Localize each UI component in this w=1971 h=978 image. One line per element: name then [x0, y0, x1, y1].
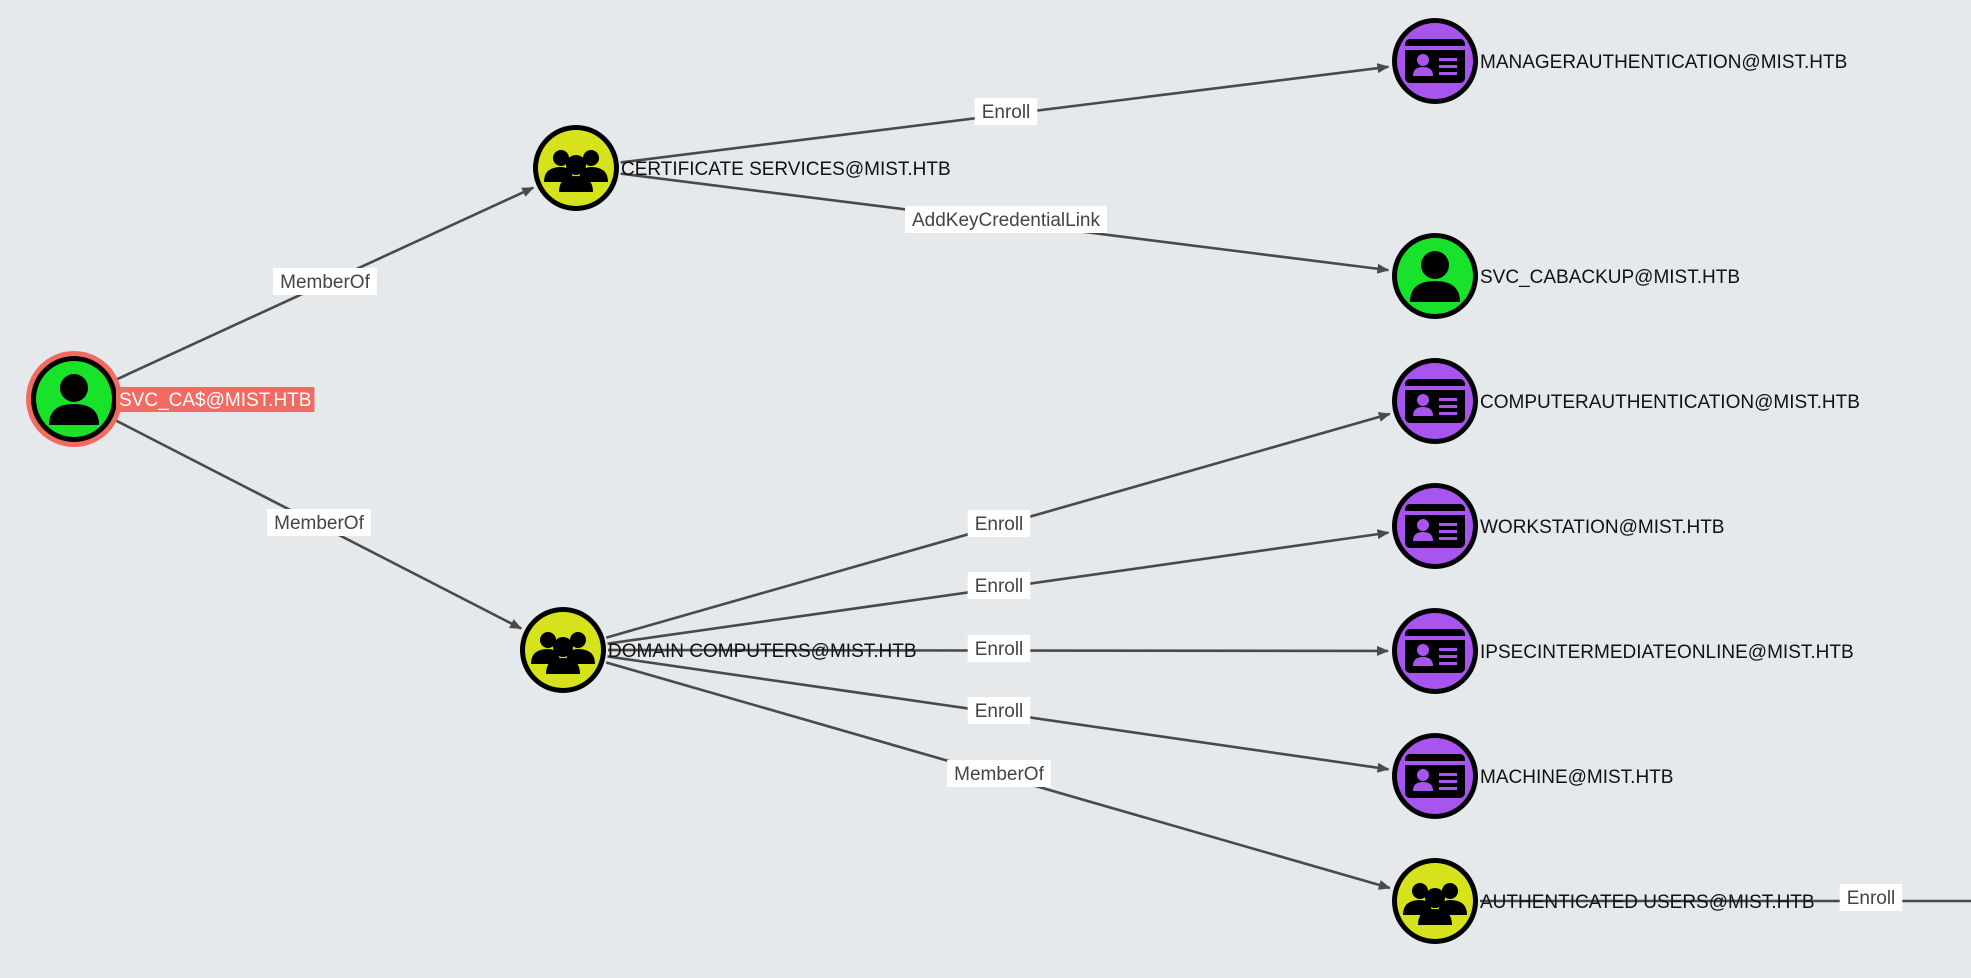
- node-cert_services[interactable]: CERTIFICATE SERVICES@MIST.HTB: [533, 125, 951, 211]
- node-ipsec[interactable]: IPSECINTERMEDIATEONLINE@MIST.HTB: [1392, 608, 1854, 694]
- edge-label: MemberOf: [280, 272, 370, 293]
- node-label: MACHINE@MIST.HTB: [1480, 767, 1673, 788]
- edge-label-bg: [967, 572, 1031, 599]
- edge-domain_computers-to-ipsec[interactable]: Enroll: [607, 635, 1389, 662]
- edge-domain_computers-to-machine[interactable]: Enroll: [607, 655, 1390, 773]
- edge-label-bg: [904, 206, 1108, 233]
- edge-label-bg: [974, 98, 1038, 125]
- node-label: CERTIFICATE SERVICES@MIST.HTB: [621, 159, 951, 180]
- node-label: WORKSTATION@MIST.HTB: [1480, 517, 1724, 538]
- node-machine[interactable]: MACHINE@MIST.HTB: [1392, 733, 1673, 819]
- edge-label: MemberOf: [954, 764, 1044, 785]
- edge-label: Enroll: [975, 701, 1024, 722]
- node-auth_users[interactable]: AUTHENTICATED USERS@MIST.HTB: [1392, 858, 1815, 944]
- edge-domain_computers-to-auth_users[interactable]: MemberOf: [605, 661, 1391, 890]
- group-icon: [544, 150, 608, 192]
- nodes-layer: SVC_CA$@MIST.HTB CERTIFICATE SERVICES@MIS…: [26, 18, 1860, 944]
- node-managerauth[interactable]: MANAGERAUTHENTICATION@MIST.HTB: [1392, 18, 1847, 104]
- edge-label-bg: [1839, 884, 1903, 911]
- node-computerauth[interactable]: COMPUTERAUTHENTICATION@MIST.HTB: [1392, 358, 1860, 444]
- edge-label-bg: [267, 509, 371, 536]
- node-label: COMPUTERAUTHENTICATION@MIST.HTB: [1480, 392, 1860, 413]
- edge-auth_users-to-offscreen[interactable]: Enroll: [1480, 884, 1971, 911]
- edge-domain_computers-to-workstation[interactable]: Enroll: [607, 529, 1390, 645]
- edge-label: Enroll: [975, 514, 1024, 535]
- id-card-icon: [1405, 754, 1465, 798]
- edge-svc_ca-to-cert_services[interactable]: MemberOf: [114, 186, 535, 382]
- edge-label: Enroll: [1847, 888, 1896, 909]
- edge-domain_computers-to-computerauth[interactable]: Enroll: [605, 412, 1391, 639]
- id-card-icon: [1405, 39, 1465, 83]
- edge-label: Enroll: [975, 576, 1024, 597]
- edge-cert_services-to-svc_cabackup[interactable]: AddKeyCredentialLink: [620, 172, 1390, 274]
- group-icon: [531, 632, 595, 674]
- node-label: MANAGERAUTHENTICATION@MIST.HTB: [1480, 52, 1847, 73]
- node-svc_ca[interactable]: SVC_CA$@MIST.HTB: [26, 351, 315, 447]
- node-domain_computers[interactable]: DOMAIN COMPUTERS@MIST.HTB: [520, 607, 917, 693]
- user-icon: [1410, 251, 1460, 302]
- id-card-icon: [1405, 504, 1465, 548]
- id-card-icon: [1405, 629, 1465, 673]
- node-workstation[interactable]: WORKSTATION@MIST.HTB: [1392, 483, 1724, 569]
- edge-label-bg: [967, 635, 1031, 662]
- user-icon: [49, 374, 99, 425]
- edge-label-bg: [967, 697, 1031, 724]
- edge-label-bg: [947, 760, 1051, 787]
- node-label: DOMAIN COMPUTERS@MIST.HTB: [608, 641, 917, 662]
- edge-label: Enroll: [975, 639, 1024, 660]
- group-icon: [1403, 883, 1467, 925]
- id-card-icon: [1405, 379, 1465, 423]
- edges-layer: MemberOfMemberOfEnrollAddKeyCredentialLi…: [113, 63, 1971, 911]
- node-label: AUTHENTICATED USERS@MIST.HTB: [1480, 892, 1815, 913]
- edge-label: AddKeyCredentialLink: [912, 210, 1101, 231]
- edge-label-bg: [967, 510, 1031, 537]
- edge-cert_services-to-managerauth[interactable]: Enroll: [620, 63, 1390, 164]
- node-label: SVC_CABACKUP@MIST.HTB: [1480, 267, 1740, 288]
- node-label: SVC_CA$@MIST.HTB: [119, 390, 311, 411]
- node-label: IPSECINTERMEDIATEONLINE@MIST.HTB: [1480, 642, 1854, 663]
- edge-label: MemberOf: [274, 513, 364, 534]
- label-highlight: [116, 387, 315, 412]
- edge-label: Enroll: [982, 102, 1031, 123]
- edge-svc_ca-to-domain_computers[interactable]: MemberOf: [113, 418, 523, 630]
- edge-label-bg: [273, 268, 377, 295]
- node-svc_cabackup[interactable]: SVC_CABACKUP@MIST.HTB: [1392, 233, 1740, 319]
